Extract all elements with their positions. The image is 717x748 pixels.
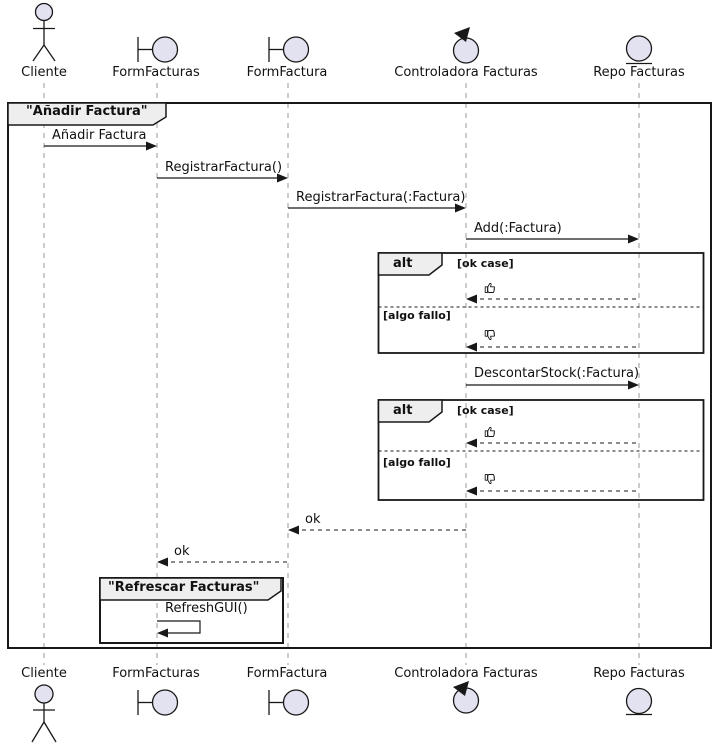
refresh-frame-tab <box>99 577 282 601</box>
participant-label-formfactura-bottom: FormFactura <box>246 666 328 681</box>
arrow-descontarstock <box>466 380 639 390</box>
alt-fragment-2-tab <box>377 399 443 423</box>
participant-label-formfactura: FormFactura <box>246 65 328 80</box>
arrow-self-refreshgui <box>157 620 201 638</box>
alt-2-guard-ok: [ok case] <box>457 404 514 417</box>
participant-label-formfacturas: FormFacturas <box>112 65 200 80</box>
message-label-ok-2: ok <box>174 544 190 559</box>
arrow-return-thumbsup-2 <box>466 438 639 448</box>
message-label-registrarfactura: RegistrarFactura() <box>165 160 283 175</box>
message-arrows-sync <box>44 141 639 390</box>
arrow-return-ok-1 <box>288 525 466 535</box>
alt-operator-1: alt <box>393 256 413 271</box>
arrow-registrarfactura-factura <box>288 203 466 213</box>
participant-label-repo-bottom: Repo Facturas <box>593 666 685 681</box>
refresh-frame-title: "Refrescar Facturas" <box>108 580 260 595</box>
thumbs-up-icon <box>484 282 496 293</box>
message-label-ok-1: ok <box>305 512 321 527</box>
message-label-refreshgui: RefreshGUI() <box>165 601 248 616</box>
arrow-return-thumbsdown-1 <box>466 342 639 352</box>
main-frame-tab <box>7 102 167 126</box>
control-icon <box>452 27 480 64</box>
main-frame <box>7 102 712 649</box>
main-frame-title: "Añadir Factura" <box>26 104 148 119</box>
alt-fragment-1-tab <box>377 252 443 276</box>
entity-icon <box>625 35 653 65</box>
actor-icon <box>32 2 56 62</box>
arrow-anadir-factura <box>44 141 157 151</box>
participant-label-repo: Repo Facturas <box>593 65 685 80</box>
arrow-add-factura <box>466 234 639 244</box>
boundary-icon <box>137 36 179 63</box>
participant-label-controladora-bottom: Controladora Facturas <box>394 666 538 681</box>
thumbs-down-icon <box>484 474 496 485</box>
thumbs-up-icon <box>484 426 496 437</box>
arrow-return-thumbsup-1 <box>466 294 639 304</box>
participant-label-cliente-bottom: Cliente <box>21 666 67 681</box>
thumbs-down-icon <box>484 330 496 341</box>
boundary-icon <box>268 689 310 716</box>
arrow-registrarfactura <box>157 173 288 183</box>
message-label-anadir-factura: Añadir Factura <box>52 128 147 143</box>
arrow-return-ok-2 <box>157 557 288 567</box>
participant-label-formfacturas-bottom: FormFacturas <box>112 666 200 681</box>
lifelines <box>43 83 640 665</box>
alt-2-guard-fail: [algo fallo] <box>383 456 451 469</box>
alt-operator-2: alt <box>393 403 413 418</box>
alt-1-guard-ok: [ok case] <box>457 257 514 270</box>
message-label-descontarstock: DescontarStock(:Factura) <box>474 366 640 381</box>
control-icon <box>452 681 480 714</box>
refresh-frame <box>99 577 284 644</box>
participant-label-controladora: Controladora Facturas <box>394 65 538 80</box>
alt-1-guard-fail: [algo fallo] <box>383 309 451 322</box>
entity-icon <box>625 687 653 716</box>
boundary-icon <box>268 36 310 63</box>
message-label-add-factura: Add(:Factura) <box>474 221 562 236</box>
message-arrows-return <box>157 294 639 567</box>
alt-fragment-2 <box>377 399 705 501</box>
message-label-registrarfactura-f: RegistrarFactura(:Factura) <box>296 190 466 205</box>
boundary-icon <box>137 689 179 716</box>
participant-label-cliente: Cliente <box>21 65 67 80</box>
actor-icon <box>31 684 57 743</box>
arrow-return-thumbsdown-2 <box>466 486 639 496</box>
alt-fragment-1 <box>377 252 705 354</box>
